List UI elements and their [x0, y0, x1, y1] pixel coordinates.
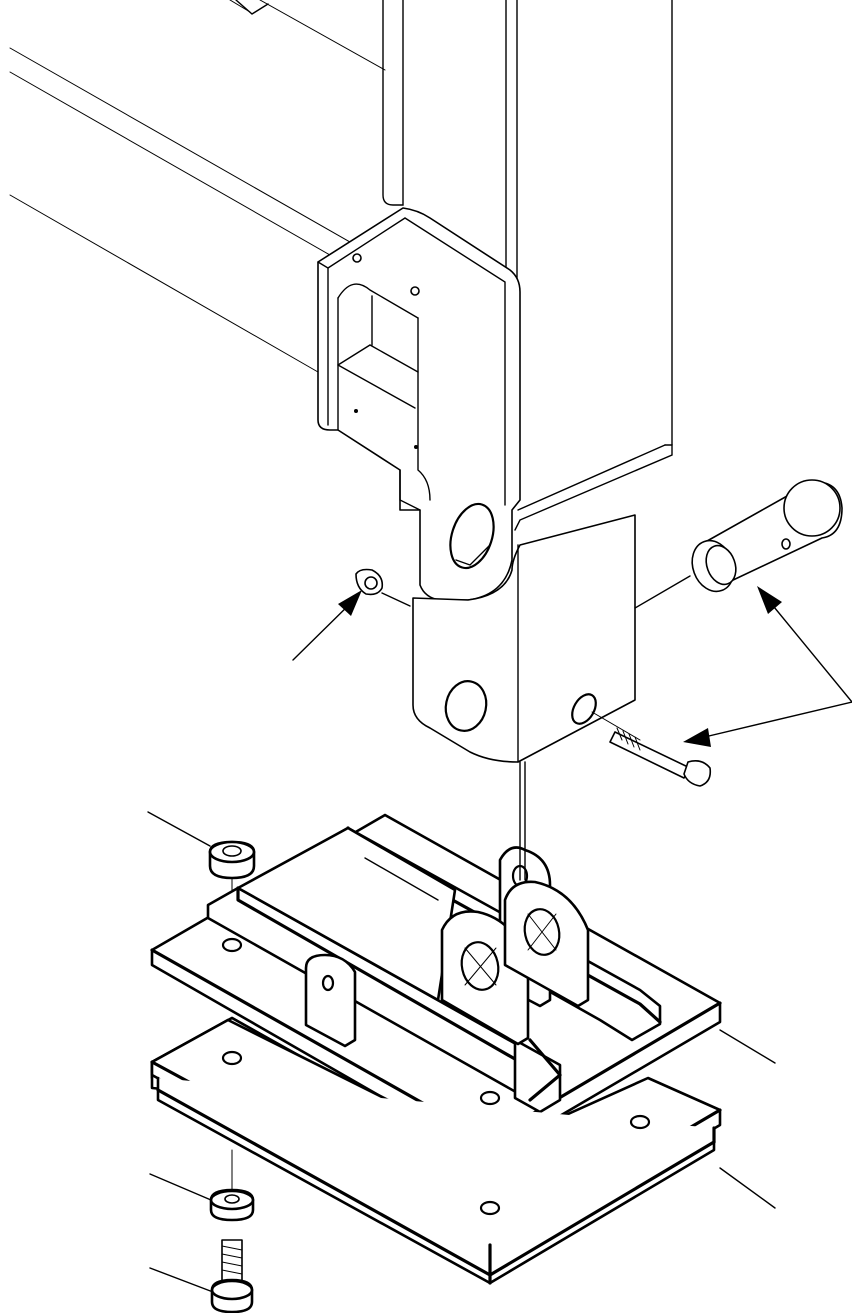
pivot-pin — [691, 479, 843, 593]
mounting-bracket-plate — [150, 761, 722, 1160]
leader-arrows — [147, 586, 852, 1293]
column-lower-end — [381, 514, 691, 763]
base-pad-plate — [150, 1016, 722, 1285]
lock-nut — [355, 568, 384, 596]
bracket-yoke — [317, 207, 521, 601]
bottom-washer — [209, 1149, 255, 1222]
frame-beams — [9, 0, 386, 373]
retaining-bolt — [591, 711, 712, 787]
cap-screw — [210, 1239, 254, 1313]
top-nut — [208, 840, 256, 941]
